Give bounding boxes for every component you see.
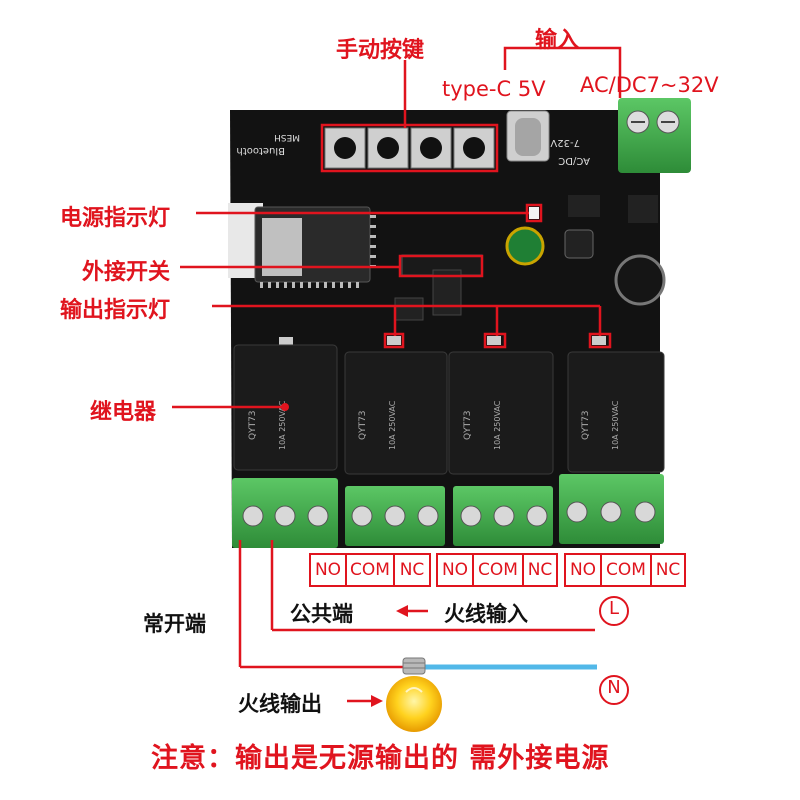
input-label: 输入 bbox=[535, 28, 580, 53]
terminal-labels-relay2: NO COM NC bbox=[436, 553, 558, 587]
input-terminal bbox=[618, 98, 691, 173]
relay-model-4: QYT73 bbox=[581, 410, 591, 440]
capacitor-large bbox=[614, 254, 666, 306]
tactile-buttons bbox=[324, 127, 495, 169]
terminal-nc: NC bbox=[393, 553, 431, 587]
capacitor-small bbox=[505, 226, 545, 266]
silk-voltage: 7-32V bbox=[550, 137, 580, 148]
terminal-com: COM bbox=[345, 553, 395, 587]
terminal-com: COM bbox=[600, 553, 652, 587]
relay-model-1: QYT73 bbox=[248, 410, 258, 440]
terminal-no: NO bbox=[564, 553, 602, 587]
normally-open-label: 常开端 bbox=[143, 612, 206, 636]
relay-rating-1: 10A 250VAC bbox=[278, 400, 287, 450]
relay-rating-3: 10A 250VAC bbox=[493, 400, 502, 450]
silk-bluetooth: Bluetooth bbox=[236, 145, 285, 156]
typec-label: type-C 5V bbox=[442, 77, 546, 101]
neutral-symbol: N bbox=[607, 677, 621, 698]
terminal-nc: NC bbox=[650, 553, 686, 587]
terminal-labels-relay3: NO COM NC bbox=[564, 553, 686, 587]
relay-model-3: QYT73 bbox=[463, 410, 473, 440]
terminal-no: NO bbox=[436, 553, 474, 587]
output-led-label: 输出指示灯 bbox=[60, 298, 171, 323]
L-symbol-icon bbox=[599, 596, 629, 626]
terminal-com: COM bbox=[472, 553, 524, 587]
silk-mesh: MESH bbox=[274, 132, 300, 142]
terminal-no: NO bbox=[309, 553, 347, 587]
live-symbol: L bbox=[608, 598, 620, 619]
relays bbox=[233, 344, 665, 475]
note-text: 注意：输出是无源输出的 需外接电源 bbox=[151, 743, 610, 774]
terminal-labels-relay1: NO COM NC bbox=[309, 553, 431, 587]
relay-label: 继电器 bbox=[90, 400, 157, 425]
ext-switch-label: 外接开关 bbox=[82, 260, 171, 285]
acdc-label: AC/DC7~32V bbox=[580, 73, 719, 97]
common-label: 公共端 bbox=[290, 602, 353, 626]
live-out-label: 火线输出 bbox=[238, 692, 322, 716]
light-bulb-icon bbox=[386, 657, 442, 732]
relay-rating-2: 10A 250VAC bbox=[388, 400, 397, 450]
relay-model-2: QYT73 bbox=[358, 410, 368, 440]
N-symbol-icon bbox=[599, 675, 629, 705]
live-in-label: 火线输入 bbox=[444, 602, 528, 626]
relay-rating-4: 10A 250VAC bbox=[611, 400, 620, 450]
silk-acdc: AC/DC bbox=[558, 155, 590, 166]
power-led-label: 电源指示灯 bbox=[60, 206, 171, 231]
terminal-nc: NC bbox=[522, 553, 558, 587]
manual-keys-label: 手动按键 bbox=[336, 38, 425, 63]
